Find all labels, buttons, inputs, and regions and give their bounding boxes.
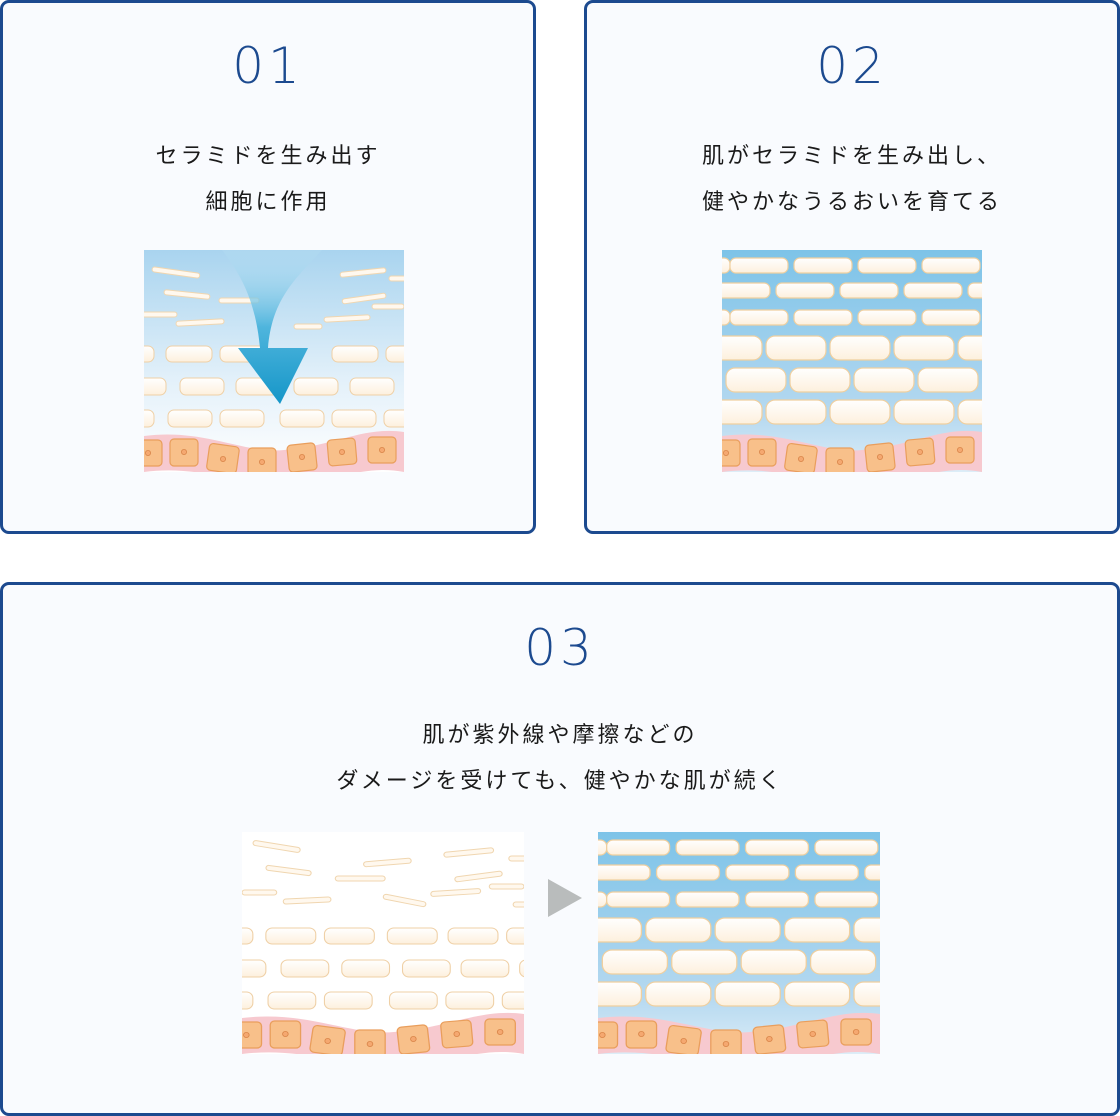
downward-arrow-icon (222, 250, 322, 404)
damaged-skin-layers-image (242, 832, 524, 1054)
right-triangle-arrow-icon (548, 879, 582, 917)
step-description: セラミドを生み出す 細胞に作用 (3, 134, 533, 226)
step-card-03: 03 肌が紫外線や摩擦などの ダメージを受けても、健やかな肌が続く (0, 582, 1120, 1116)
step-card-02: 02 肌がセラミドを生み出し、 健やかなうるおいを育てる (584, 0, 1120, 534)
step-description: 肌がセラミドを生み出し、 健やかなうるおいを育てる (587, 134, 1117, 226)
step-description-line: 健やかなうるおいを育てる (701, 190, 1002, 215)
step-description: 肌が紫外線や摩擦などの ダメージを受けても、健やかな肌が続く (3, 713, 1117, 805)
step-number: 01 (232, 37, 304, 95)
step-number: 02 (816, 37, 888, 95)
step-card-01: 01 セラミドを生み出す 細胞に作用 (0, 0, 536, 534)
healthy-skin-layers-image (722, 250, 982, 472)
step-description-line: 細胞に作用 (205, 190, 331, 215)
healthy-skin-layers-image (598, 832, 880, 1054)
step-description-line: 肌が紫外線や摩擦などの (422, 723, 698, 748)
skin-layers-with-downward-arrow-image (144, 250, 404, 472)
step-description-line: ダメージを受けても、健やかな肌が続く (336, 769, 784, 794)
step-number: 03 (524, 619, 596, 677)
step-description-line: 肌がセラミドを生み出し、 (701, 144, 1002, 169)
step-description-line: セラミドを生み出す (155, 144, 381, 169)
